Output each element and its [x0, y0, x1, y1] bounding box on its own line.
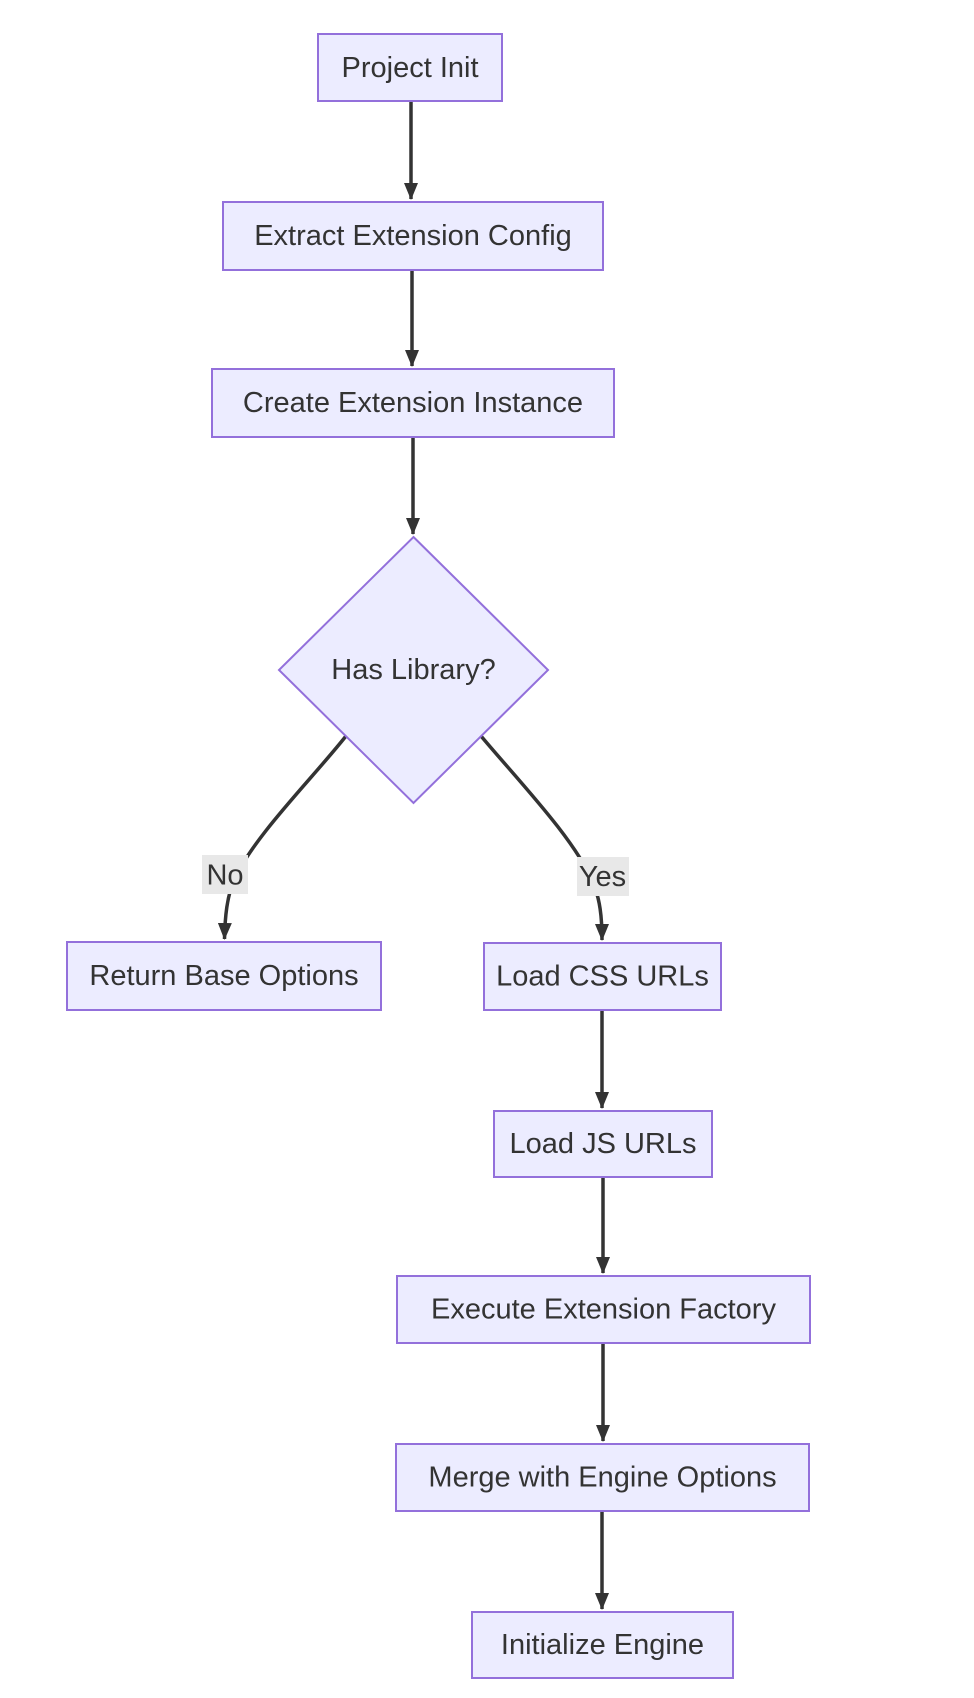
node-extract-extension-config: Extract Extension Config — [222, 201, 604, 271]
edge-label-yes: Yes — [577, 857, 629, 896]
node-load-css-urls: Load CSS URLs — [483, 942, 722, 1011]
node-create-extension-instance-shape — [211, 368, 615, 438]
node-initialize-engine: Initialize Engine — [471, 1611, 734, 1679]
node-execute-extension-factory-label: Execute Extension Factory — [431, 1294, 776, 1326]
node-extract-extension-config-shape — [222, 201, 604, 271]
edge-group — [217, 101, 610, 1610]
edge-has-library-yes-to-load-css-urls — [479, 734, 609, 941]
node-merge-with-engine-options: Merge with Engine Options — [395, 1443, 810, 1512]
node-load-css-urls-shape — [483, 942, 722, 1011]
node-execute-extension-factory-shape — [396, 1275, 811, 1344]
node-merge-with-engine-options-shape — [395, 1443, 810, 1512]
node-load-js-urls: Load JS URLs — [493, 1110, 713, 1178]
node-load-css-urls-label: Load CSS URLs — [496, 961, 709, 993]
node-return-base-options-shape — [66, 941, 382, 1011]
node-return-base-options: Return Base Options — [66, 941, 382, 1011]
edge-label-yes-background — [577, 857, 629, 896]
node-has-library-label: Has Library? — [331, 654, 495, 686]
node-extract-extension-config-label: Extract Extension Config — [254, 220, 572, 252]
node-merge-with-engine-options-label: Merge with Engine Options — [428, 1462, 776, 1494]
node-has-library-shape — [277, 535, 550, 805]
node-project-init-shape — [317, 33, 503, 102]
node-return-base-options-label: Return Base Options — [89, 960, 358, 992]
node-load-js-urls-label: Load JS URLs — [510, 1128, 697, 1160]
node-initialize-engine-shape — [471, 1611, 734, 1679]
edge-label-no-background — [202, 855, 248, 894]
node-initialize-engine-label: Initialize Engine — [501, 1629, 704, 1661]
edge-label-no-text: No — [206, 860, 243, 892]
edge-label-yes-text: Yes — [579, 861, 626, 893]
edge-label-no: No — [202, 855, 248, 894]
node-create-extension-instance: Create Extension Instance — [211, 368, 615, 438]
edge-has-library-no-to-return-base-options — [217, 734, 348, 940]
node-project-init: Project Init — [317, 33, 503, 102]
node-create-extension-instance-label: Create Extension Instance — [243, 387, 583, 419]
node-has-library: Has Library? — [277, 535, 550, 805]
node-project-init-label: Project Init — [342, 52, 479, 84]
node-execute-extension-factory: Execute Extension Factory — [396, 1275, 811, 1344]
node-load-js-urls-shape — [493, 1110, 713, 1178]
